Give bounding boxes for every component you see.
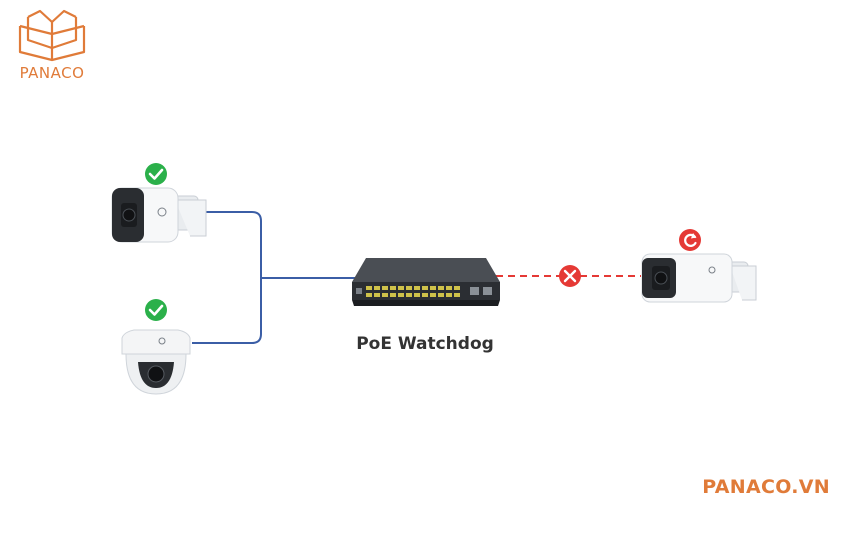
poe-switch: [352, 258, 500, 306]
brand-name: PANACO: [19, 64, 85, 82]
check-icon: [145, 299, 167, 321]
bullet-camera-2: [641, 253, 757, 303]
site-url: PANACO.VN: [702, 476, 830, 498]
refresh-icon: [679, 229, 701, 251]
bullet-camera-1: [111, 187, 207, 243]
check-icon: [145, 163, 167, 185]
open-book-logo-icon: [18, 9, 86, 62]
x-icon: [559, 265, 581, 287]
switch-label: PoE Watchdog: [356, 334, 494, 354]
link-lines-ok: [192, 211, 355, 344]
dome-camera: [121, 329, 191, 395]
